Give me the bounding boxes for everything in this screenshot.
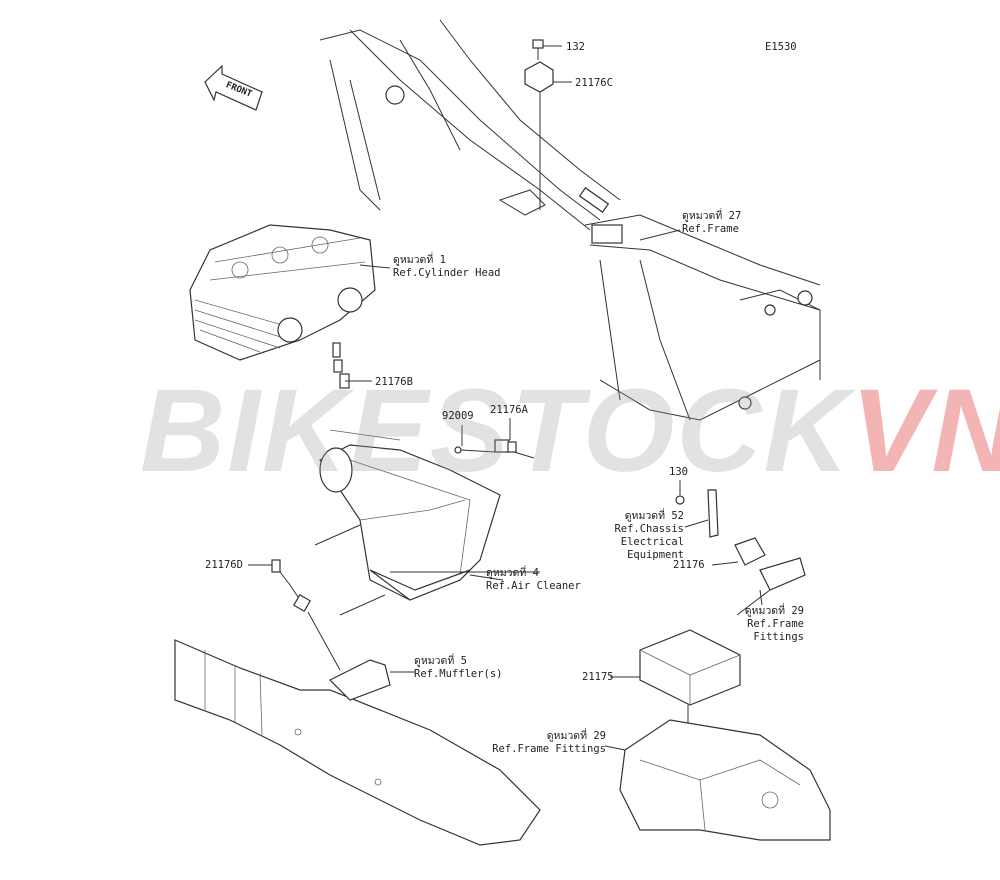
air-cleaner-drawing	[314, 429, 540, 616]
sensor-21176c-drawing	[524, 39, 572, 210]
ref-chassis-electrical: ดูหมวดที่ 52 Ref.Chassis Electrical Equi…	[614, 510, 684, 561]
watermark-part1: BIKESTOCK	[140, 365, 851, 497]
ref-frame-27: ดูหมวดที่ 27 Ref.Frame	[682, 210, 742, 235]
sensor-21176a-drawing	[454, 418, 535, 459]
callout-21176: 21176	[673, 559, 705, 571]
front-arrow-icon	[204, 64, 263, 111]
ref-frame-fittings-29a: ดูหมวดที่ 29 Ref.Frame Fittings	[744, 605, 804, 643]
leader-lines	[359, 229, 771, 673]
callout-92009: 92009	[442, 410, 474, 422]
muffler-drawing	[174, 639, 541, 846]
sensor-21176d-drawing	[248, 559, 341, 671]
callout-132: 132	[566, 41, 585, 53]
callout-130: 130	[669, 466, 688, 478]
watermark-part2: VN	[850, 365, 1000, 497]
frame-drawing	[319, 19, 821, 421]
callout-21176c: 21176C	[575, 77, 613, 89]
ref-mufflers: ดูหมวดที่ 5 Ref.Muffler(s)	[414, 655, 503, 680]
callout-21176d: 21176D	[205, 559, 243, 571]
callout-21176b: 21176B	[375, 376, 413, 388]
ref-air-cleaner: ดูหมวดที่ 4 Ref.Air Cleaner	[486, 567, 581, 592]
callout-21176a: 21176A	[490, 404, 528, 416]
sensor-21176b-drawing	[332, 342, 372, 389]
callout-21175: 21175	[582, 671, 614, 683]
diagram-code: E1530	[765, 41, 797, 53]
sensor-21176-drawing	[675, 480, 806, 606]
watermark: BIKESTOCKVN	[140, 372, 1000, 490]
cylinder-head-drawing	[189, 224, 376, 361]
frame-fittings-drawing	[604, 719, 831, 841]
ref-frame-fittings-29b: ดูหมวดที่ 29 Ref.Frame Fittings	[492, 730, 606, 755]
ref-cylinder-head: ดูหมวดที่ 1 Ref.Cylinder Head	[393, 254, 501, 279]
